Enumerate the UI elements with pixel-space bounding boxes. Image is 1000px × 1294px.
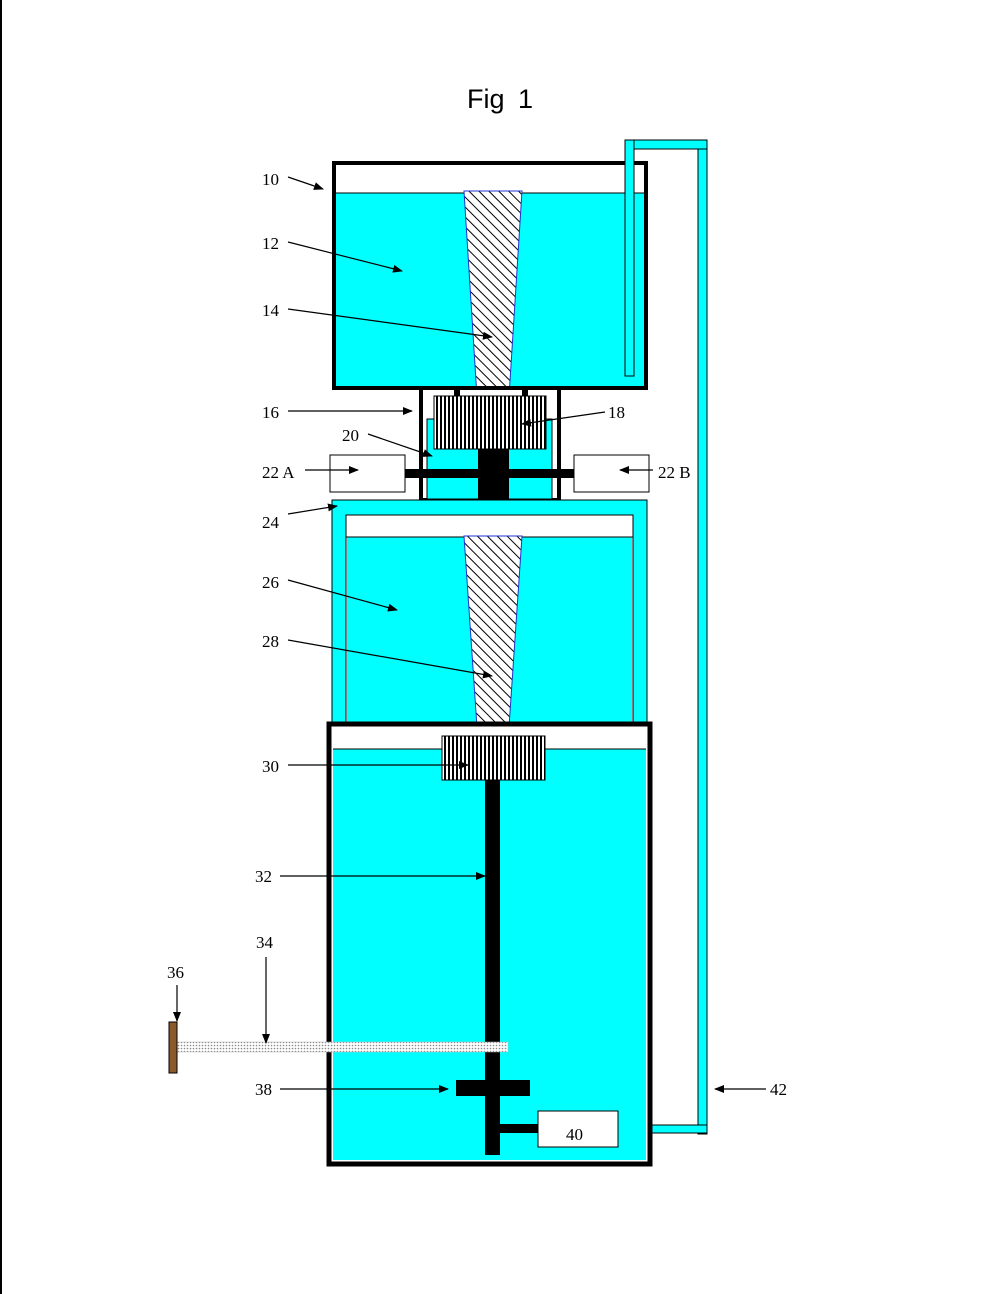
middle-tank: [331, 499, 648, 728]
label-36: 36: [167, 963, 184, 982]
label-34: 34: [256, 933, 274, 952]
label-24: 24: [262, 513, 280, 532]
label-18: 18: [608, 403, 625, 422]
label-40: 40: [566, 1125, 583, 1144]
label-14: 14: [262, 301, 280, 320]
label-16: 16: [262, 403, 279, 422]
page-left-border: [0, 0, 2, 1294]
label-28: 28: [262, 632, 279, 651]
box-22a: [329, 454, 406, 493]
rod-end: [168, 1021, 178, 1074]
housing: [404, 386, 574, 502]
pipe-horizontal: [175, 1041, 509, 1053]
label-42: 42: [770, 1080, 787, 1099]
label-26: 26: [262, 573, 279, 592]
shaft: [485, 780, 500, 1155]
crossbar: [456, 1080, 530, 1096]
box-22b: [573, 454, 650, 493]
label-10: 10: [262, 170, 279, 189]
return-pipe-inlet: [624, 139, 635, 377]
top-tank: [332, 161, 648, 398]
bottom-tank: [326, 721, 653, 1167]
label-32: 32: [255, 867, 272, 886]
label-22a: 22 A: [262, 463, 295, 482]
leader-arrows: [173, 176, 766, 1093]
pump-box: [537, 1110, 619, 1148]
label-12: 12: [262, 234, 279, 253]
label-38: 38: [255, 1080, 272, 1099]
gear-bottom: [441, 735, 546, 781]
label-30: 30: [262, 757, 279, 776]
label-20: 20: [342, 426, 359, 445]
label-22b: 22 B: [658, 463, 691, 482]
figure-title: Fig 1: [466, 84, 534, 114]
